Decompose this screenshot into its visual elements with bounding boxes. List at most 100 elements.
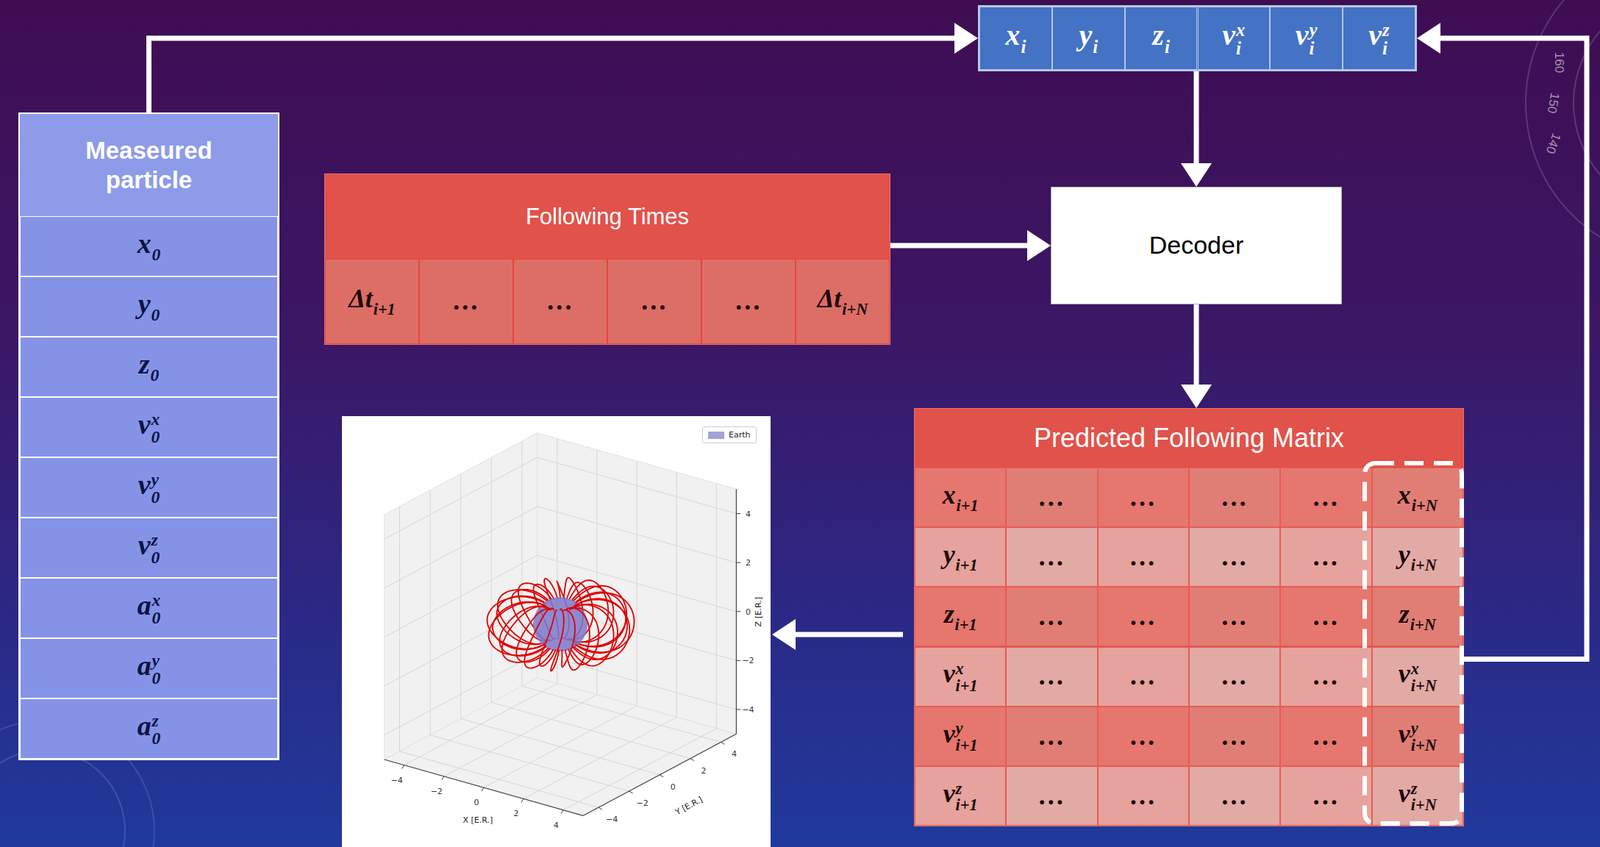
- matrix-cell: …: [1188, 647, 1281, 707]
- node-text: …: [641, 286, 668, 316]
- tick-label: −2: [430, 786, 443, 796]
- node-text: …: [1130, 541, 1157, 572]
- node-text: a: [137, 650, 152, 681]
- state-cell: vxi: [1197, 6, 1271, 70]
- index-stack: zi+N: [1411, 780, 1437, 814]
- matrix-cell: …: [1188, 586, 1281, 647]
- node-text: …: [1130, 482, 1157, 512]
- axis-tick: [690, 758, 695, 762]
- input-cell: az0: [19, 698, 278, 759]
- text-group: zi+1: [944, 599, 978, 635]
- matrix-cell: …: [1005, 527, 1098, 587]
- text-group: …: [1221, 482, 1248, 513]
- node-text: v: [1398, 658, 1411, 689]
- axis-tick: [521, 798, 524, 803]
- superscript: y: [1411, 720, 1437, 737]
- node-text: v: [1398, 778, 1411, 809]
- index-stack: xi: [1236, 21, 1245, 59]
- tick-label: 0: [473, 797, 479, 808]
- tick-label: 4: [731, 749, 737, 759]
- tick-label: −2: [741, 655, 754, 666]
- subscript: i: [1382, 39, 1390, 59]
- subscript: i+1: [955, 677, 978, 695]
- matrix-cell: …: [1188, 467, 1281, 528]
- axis-title: X [E.R.]: [462, 815, 493, 825]
- matrix-cell: yi+1: [914, 527, 1006, 587]
- grid-line: [461, 718, 661, 775]
- time-cell: Δti+N: [795, 258, 890, 345]
- text-group: x0: [137, 227, 162, 266]
- axis-tick: [659, 775, 664, 778]
- text-group: xi: [1005, 18, 1026, 59]
- text-group: …: [1312, 661, 1339, 692]
- matrix-cell: zi+1: [914, 586, 1006, 647]
- text-group: ax0: [137, 589, 162, 627]
- node-text: y: [1398, 539, 1411, 570]
- flow-arrow: [149, 38, 956, 113]
- grid-line: [491, 457, 492, 703]
- subscript: 0: [152, 730, 162, 748]
- time-cell: …: [513, 258, 608, 345]
- node-text: …: [1221, 541, 1248, 572]
- text-group: …: [1221, 661, 1248, 692]
- superscript: y: [151, 471, 161, 489]
- node-text: z: [944, 599, 955, 629]
- axis-tick: [736, 513, 741, 514]
- subscript: 0: [152, 609, 162, 628]
- index-stack: z0: [152, 712, 162, 748]
- node-text: …: [547, 286, 574, 316]
- axis-tick: [629, 791, 634, 794]
- node-text: …: [1038, 780, 1065, 811]
- matrix-cell: …: [1280, 766, 1372, 826]
- superscript: z: [151, 531, 161, 550]
- node-text: z: [1399, 599, 1410, 629]
- matrix-cell: …: [1097, 706, 1189, 767]
- node-text: …: [1130, 780, 1157, 811]
- text-group: …: [641, 286, 668, 317]
- input-cell: x0: [19, 216, 278, 277]
- superscript: z: [1411, 780, 1437, 798]
- tick-label: 4: [553, 819, 559, 830]
- axis-title: Z [E.R.]: [753, 596, 764, 627]
- superscript: x: [1236, 21, 1245, 40]
- grid-line: [676, 472, 678, 717]
- subscript: 0: [151, 305, 161, 325]
- subscript: i+N: [1411, 677, 1437, 695]
- flow-arrow: [1194, 304, 1200, 385]
- subscript: i+1: [955, 615, 978, 634]
- state-cell: yi: [1052, 6, 1125, 70]
- subscript: i+1: [956, 496, 979, 515]
- node-text: x: [1005, 18, 1020, 52]
- node-text: …: [1312, 482, 1339, 512]
- state-cell: zi: [1125, 6, 1198, 70]
- text-group: xi+N: [1397, 480, 1438, 516]
- node-text: x: [942, 480, 956, 510]
- index-stack: yi+N: [1411, 720, 1437, 754]
- node-text: v: [943, 778, 956, 809]
- text-group: …: [1312, 541, 1339, 573]
- matrix-cell: …: [1097, 766, 1189, 826]
- matrix-cell: vyi+N: [1372, 706, 1464, 767]
- text-group: Predicted Following Matrix: [1033, 422, 1345, 453]
- subscript: 0: [151, 549, 161, 567]
- superscript: z: [152, 712, 162, 731]
- text-group: …: [1038, 541, 1065, 573]
- superscript: z: [1382, 21, 1390, 40]
- subscript: i: [1020, 36, 1026, 57]
- legend-text: Earth: [728, 430, 751, 440]
- watermark-number: 160: [1551, 52, 1567, 73]
- grid-line: [537, 457, 737, 514]
- axis-pane: [384, 677, 737, 816]
- matrix-cell: …: [1097, 467, 1189, 528]
- state-vector: xiyizivxivyivzi: [977, 5, 1417, 72]
- watermark-number: 150: [1544, 91, 1563, 114]
- text-group: Δti+N: [817, 283, 869, 320]
- text-group: vy0: [138, 469, 161, 506]
- time-cell: …: [419, 258, 514, 345]
- matrix-cell: zi+N: [1372, 586, 1464, 647]
- matrix-cell: …: [1005, 467, 1098, 528]
- text-group: …: [1130, 780, 1157, 812]
- text-group: …: [1221, 780, 1248, 812]
- superscript: y: [1309, 21, 1318, 40]
